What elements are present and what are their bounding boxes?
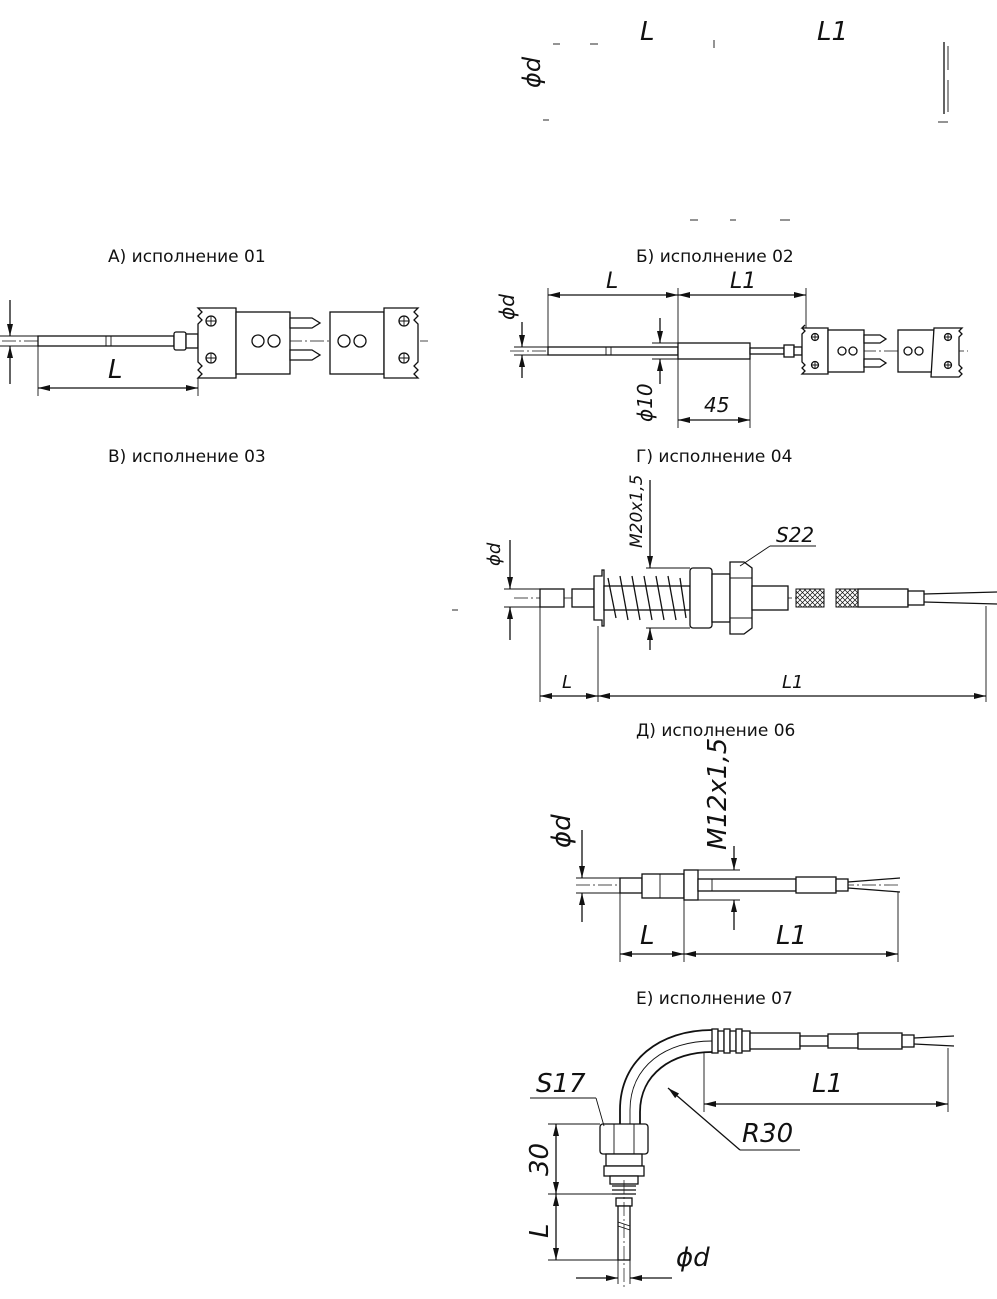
view-b-phi10-label: ϕ10 <box>633 383 657 422</box>
view-g-S22-label: S22 <box>776 523 814 547</box>
top-phi-d-label: ϕd <box>518 56 546 88</box>
top-L-label: L <box>640 17 655 47</box>
view-a-L-label: L <box>108 355 123 385</box>
top-L1-label: L1 <box>817 17 848 47</box>
view-d-L-label: L <box>640 921 655 951</box>
caption-e: Е) исполнение 07 <box>636 989 793 1009</box>
view-g-thread-label: M20x1,5 <box>627 475 647 548</box>
view-b-L1-label: L1 <box>730 269 756 294</box>
view-d-thread-label: M12x1,5 <box>703 738 733 850</box>
view-e-S17-label: S17 <box>536 1069 586 1099</box>
caption-g: Г) исполнение 04 <box>636 447 792 467</box>
view-e-phi-d-label: ϕd <box>676 1243 710 1273</box>
top-fragment-view: ϕd L L1 <box>518 17 949 221</box>
caption-d: Д) исполнение 06 <box>636 721 795 741</box>
view-d-phi-d-label: ϕd <box>547 814 577 848</box>
view-b-L-label: L <box>606 269 618 294</box>
view-e-R30-label: R30 <box>742 1119 793 1149</box>
view-g-L1-label: L1 <box>782 672 803 693</box>
caption-b: Б) исполнение 02 <box>636 247 794 267</box>
view-b-phi-d-label: ϕd <box>495 294 519 320</box>
view-b-45-label: 45 <box>704 393 729 417</box>
view-e-bent-thermocouple: S17 R30 L1 30 L ϕd <box>525 1028 955 1290</box>
view-b-thermocouple-connector: ϕd L L1 <box>495 269 968 428</box>
view-d-L1-label: L1 <box>776 921 807 951</box>
view-g-threaded-thermocouple: ϕd M20x1,5 <box>452 475 997 702</box>
view-a-thermocouple-connector: L <box>0 300 428 396</box>
view-g-phi-d-label: ϕd <box>484 542 505 566</box>
view-e-L-label: L <box>525 1224 555 1239</box>
view-e-30-label: 30 <box>525 1143 555 1176</box>
view-e-L1-label: L1 <box>812 1069 843 1099</box>
caption-a: А) исполнение 01 <box>108 247 266 267</box>
caption-v: В) исполнение 03 <box>108 447 266 467</box>
view-g-L-label: L <box>562 672 572 693</box>
view-d-threaded-thermocouple: ϕd M12x1,5 L L1 <box>547 738 901 962</box>
